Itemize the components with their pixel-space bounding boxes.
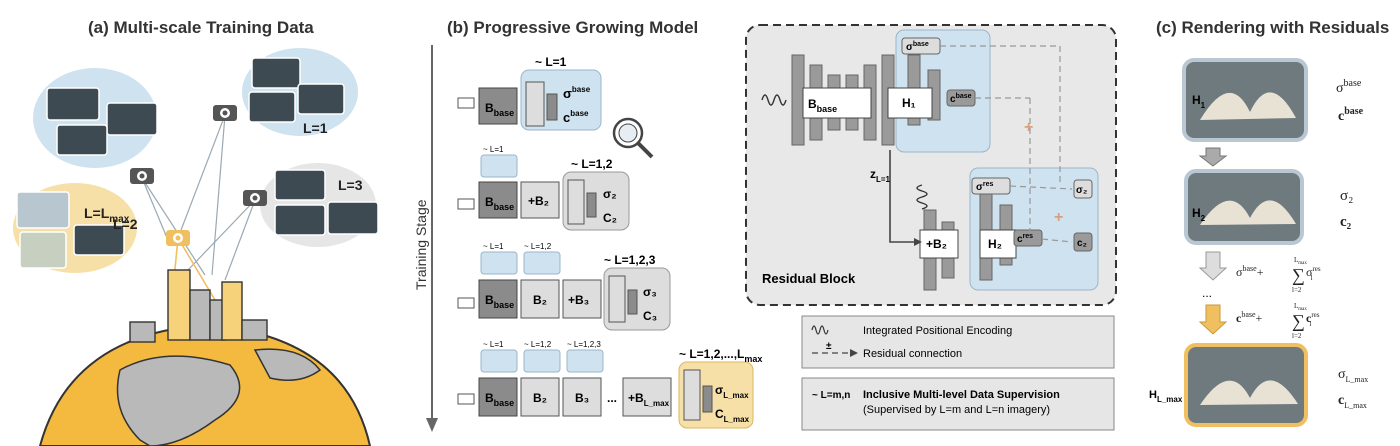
svg-text:c₂: c₂ (1340, 214, 1352, 230)
svg-text:C₃: C₃ (643, 309, 657, 323)
svg-text:σbase: σbase (563, 85, 591, 101)
label-l1: L=1 (303, 120, 328, 136)
svg-text:σbase+: σbase+ (1236, 264, 1264, 279)
svg-text:+BL_max: +BL_max (628, 391, 670, 408)
svg-text:Residual connection: Residual connection (863, 348, 962, 360)
svg-text:H1: H1 (1192, 93, 1206, 110)
stage-4 (457, 349, 754, 429)
svg-text:Bbase: Bbase (485, 195, 514, 212)
svg-text:∑: ∑ (1292, 311, 1305, 331)
mini-label-s2: ~ L=1 (483, 145, 504, 154)
svg-text:Lmax: Lmax (1294, 256, 1307, 266)
legend-box (801, 315, 1115, 369)
svg-text:+B₂: +B₂ (926, 237, 947, 251)
svg-text:σL_max: σL_max (715, 383, 749, 400)
svg-text:Bbase: Bbase (485, 101, 514, 118)
residual-block-label: Residual Block (762, 271, 856, 286)
svg-text:~ L=1,2: ~ L=1,2 (524, 242, 552, 251)
svg-text:~ L=1,2,3: ~ L=1,2,3 (567, 340, 601, 349)
svg-text:l=2: l=2 (1292, 332, 1302, 340)
render-h2 (1184, 169, 1304, 245)
stage-3-label: ~ L=1,2,3 (604, 253, 656, 267)
svg-text:+: + (1024, 119, 1033, 136)
magnifier-icon (612, 117, 654, 159)
svg-text:cL_max: cL_max (1338, 393, 1367, 410)
svg-text:σbase: σbase (906, 41, 929, 53)
svg-text:cbase: cbase (950, 93, 972, 105)
panel-a-title: (a) Multi-scale Training Data (88, 18, 314, 37)
stage-2 (457, 154, 630, 231)
svg-text:σ₃: σ₃ (643, 285, 657, 299)
supervision-box (801, 377, 1115, 431)
svg-text:+B₂: +B₂ (528, 194, 549, 208)
panel-b-title: (b) Progressive Growing Model (447, 18, 699, 37)
svg-text:+B₃: +B₃ (568, 293, 589, 307)
svg-text:σL_max: σL_max (1338, 367, 1368, 384)
svg-text:Bbase: Bbase (808, 97, 837, 114)
stage-1-label: ~ L=1 (535, 55, 567, 69)
svg-text:Bbase: Bbase (485, 293, 514, 310)
stage-1 (457, 69, 602, 131)
svg-text:(Supervised by L=m and L=n ima: (Supervised by L=m and L=n imagery) (863, 404, 1050, 416)
svg-text:...: ... (1202, 286, 1212, 300)
svg-text:Lmax: Lmax (1294, 302, 1307, 312)
svg-text:~ L=1: ~ L=1 (483, 340, 504, 349)
svg-text:B₂: B₂ (533, 293, 547, 307)
svg-text:cbase: cbase (563, 109, 589, 125)
svg-text:∑: ∑ (1292, 265, 1305, 285)
svg-text:zL=1: zL=1 (870, 167, 891, 184)
svg-text:σres: σres (976, 181, 993, 193)
svg-text:H2: H2 (1192, 206, 1206, 223)
svg-text:~ L=1,2: ~ L=1,2 (524, 340, 552, 349)
svg-text:CL_max: CL_max (715, 407, 750, 424)
svg-text:Bbase: Bbase (485, 391, 514, 408)
wave-icon (811, 325, 829, 335)
panel-a-graphic (13, 48, 379, 446)
photo-tiles (16, 57, 379, 269)
svg-text:σbase: σbase (1336, 78, 1362, 96)
stage-2-label: ~ L=1,2 (571, 157, 613, 171)
panel-c-graphic (1182, 58, 1308, 427)
svg-text:H₁: H₁ (902, 96, 916, 110)
wave-icon (761, 94, 928, 210)
panel-c-title: (c) Rendering with Residuals (1156, 18, 1390, 37)
svg-text:...: ... (607, 391, 617, 405)
svg-text:+: + (1054, 209, 1063, 226)
svg-text:c₂: c₂ (1077, 238, 1087, 249)
stage-3 (457, 251, 671, 331)
svg-text:Inclusive Multi-level Data Sup: Inclusive Multi-level Data Supervision (863, 389, 1060, 401)
residual-connections (940, 45, 1073, 243)
training-stage-label: Training Stage (413, 199, 429, 290)
svg-text:l=2: l=2 (1292, 286, 1302, 294)
stage-4-label: ~ L=1,2,...,Lmax (679, 347, 762, 364)
svg-text:Integrated Positional Encoding: Integrated Positional Encoding (863, 325, 1012, 337)
svg-text:H₂: H₂ (988, 237, 1002, 251)
svg-text:HL_max: HL_max (1149, 389, 1183, 404)
label-l3: L=3 (338, 177, 363, 193)
view-lines (141, 114, 256, 281)
label-l2: L=2 (113, 216, 138, 232)
svg-text:~ L=m,n: ~ L=m,n (812, 390, 850, 401)
svg-text:C₂: C₂ (603, 211, 617, 225)
render-h1 (1182, 58, 1308, 142)
render-hlmax (1184, 343, 1308, 427)
camera-icon (130, 105, 267, 246)
svg-text:B₃: B₃ (575, 391, 589, 405)
label-lmax: L=Lmax (84, 205, 130, 225)
svg-text:cbase: cbase (1338, 106, 1364, 124)
svg-text:~ L=1: ~ L=1 (483, 242, 504, 251)
svg-text:cbase+: cbase+ (1236, 310, 1263, 325)
svg-text:σ₂: σ₂ (1340, 188, 1353, 204)
svg-text:cres: cres (1017, 233, 1033, 245)
city-buildings (129, 269, 268, 343)
svg-text:σ₂: σ₂ (603, 187, 617, 201)
svg-text:σ₂: σ₂ (1076, 185, 1087, 196)
svg-text:B₂: B₂ (533, 391, 547, 405)
svg-text:±: ± (826, 341, 832, 352)
